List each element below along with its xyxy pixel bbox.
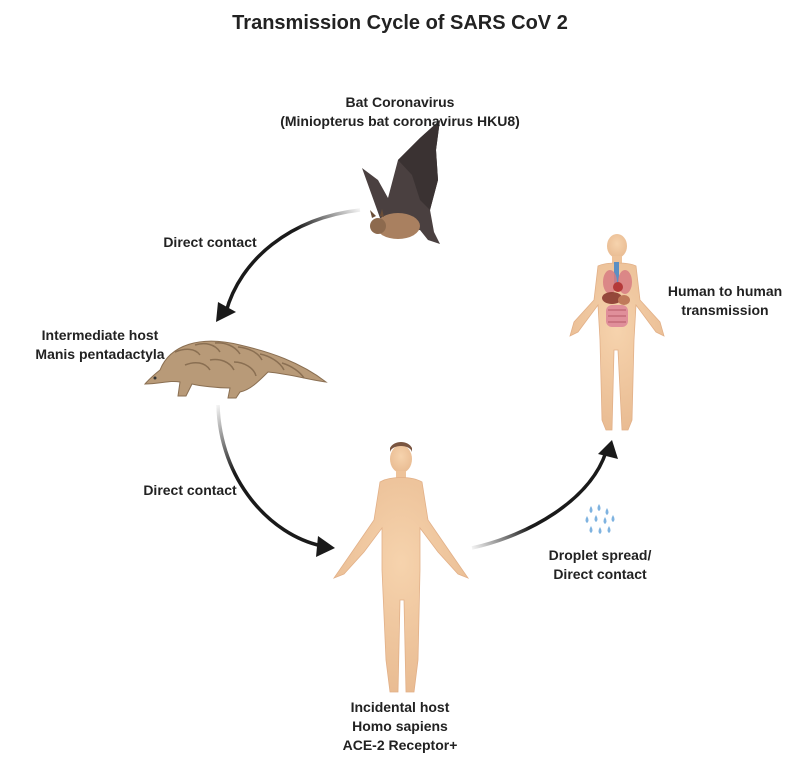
- edge-label-pangolin-to-human: Direct contact: [143, 482, 237, 498]
- edge-label-bat-to-pangolin: Direct contact: [163, 234, 257, 250]
- bat-label-line1: Bat Coronavirus: [345, 94, 455, 110]
- incidental-human-icon: [332, 442, 470, 693]
- human-with-organs-icon: [569, 234, 665, 431]
- pangolin-icon: [143, 340, 328, 399]
- human-to-human-label-line1: Human to human: [667, 283, 783, 299]
- bat-icon: [362, 120, 440, 244]
- incidental-host-line1: Incidental host: [350, 699, 450, 715]
- edge-label-droplet-spread: Droplet spread/ Direct contact: [530, 546, 670, 584]
- pangolin-label-line1: Intermediate host: [41, 327, 159, 343]
- arrow-bat-to-pangolin: [216, 208, 361, 322]
- bat-label-line2: (Miniopterus bat coronavirus HKU8): [280, 113, 520, 129]
- pangolin-label-line2: Manis pentadactyla: [35, 346, 165, 362]
- incidental-host-line3: ACE-2 Receptor+: [342, 737, 458, 753]
- pangolin-label: Intermediate host Manis pentadactyla: [0, 326, 200, 364]
- incidental-host-label: Incidental host Homo sapiens ACE-2 Recep…: [300, 698, 500, 755]
- droplets-icon: [585, 504, 615, 534]
- arrow-human-to-human: [471, 440, 618, 550]
- human-to-human-label: Human to human transmission: [650, 282, 800, 320]
- arrow-pangolin-to-human: [216, 404, 335, 557]
- diagram-title: Transmission Cycle of SARS CoV 2: [232, 12, 568, 34]
- droplet-label-line2: Direct contact: [553, 566, 647, 582]
- human-to-human-label-line2: transmission: [681, 302, 769, 318]
- bat-label: Bat Coronavirus (Miniopterus bat coronav…: [250, 93, 550, 131]
- incidental-host-line2: Homo sapiens: [352, 718, 448, 734]
- droplet-label-line1: Droplet spread/: [548, 547, 652, 563]
